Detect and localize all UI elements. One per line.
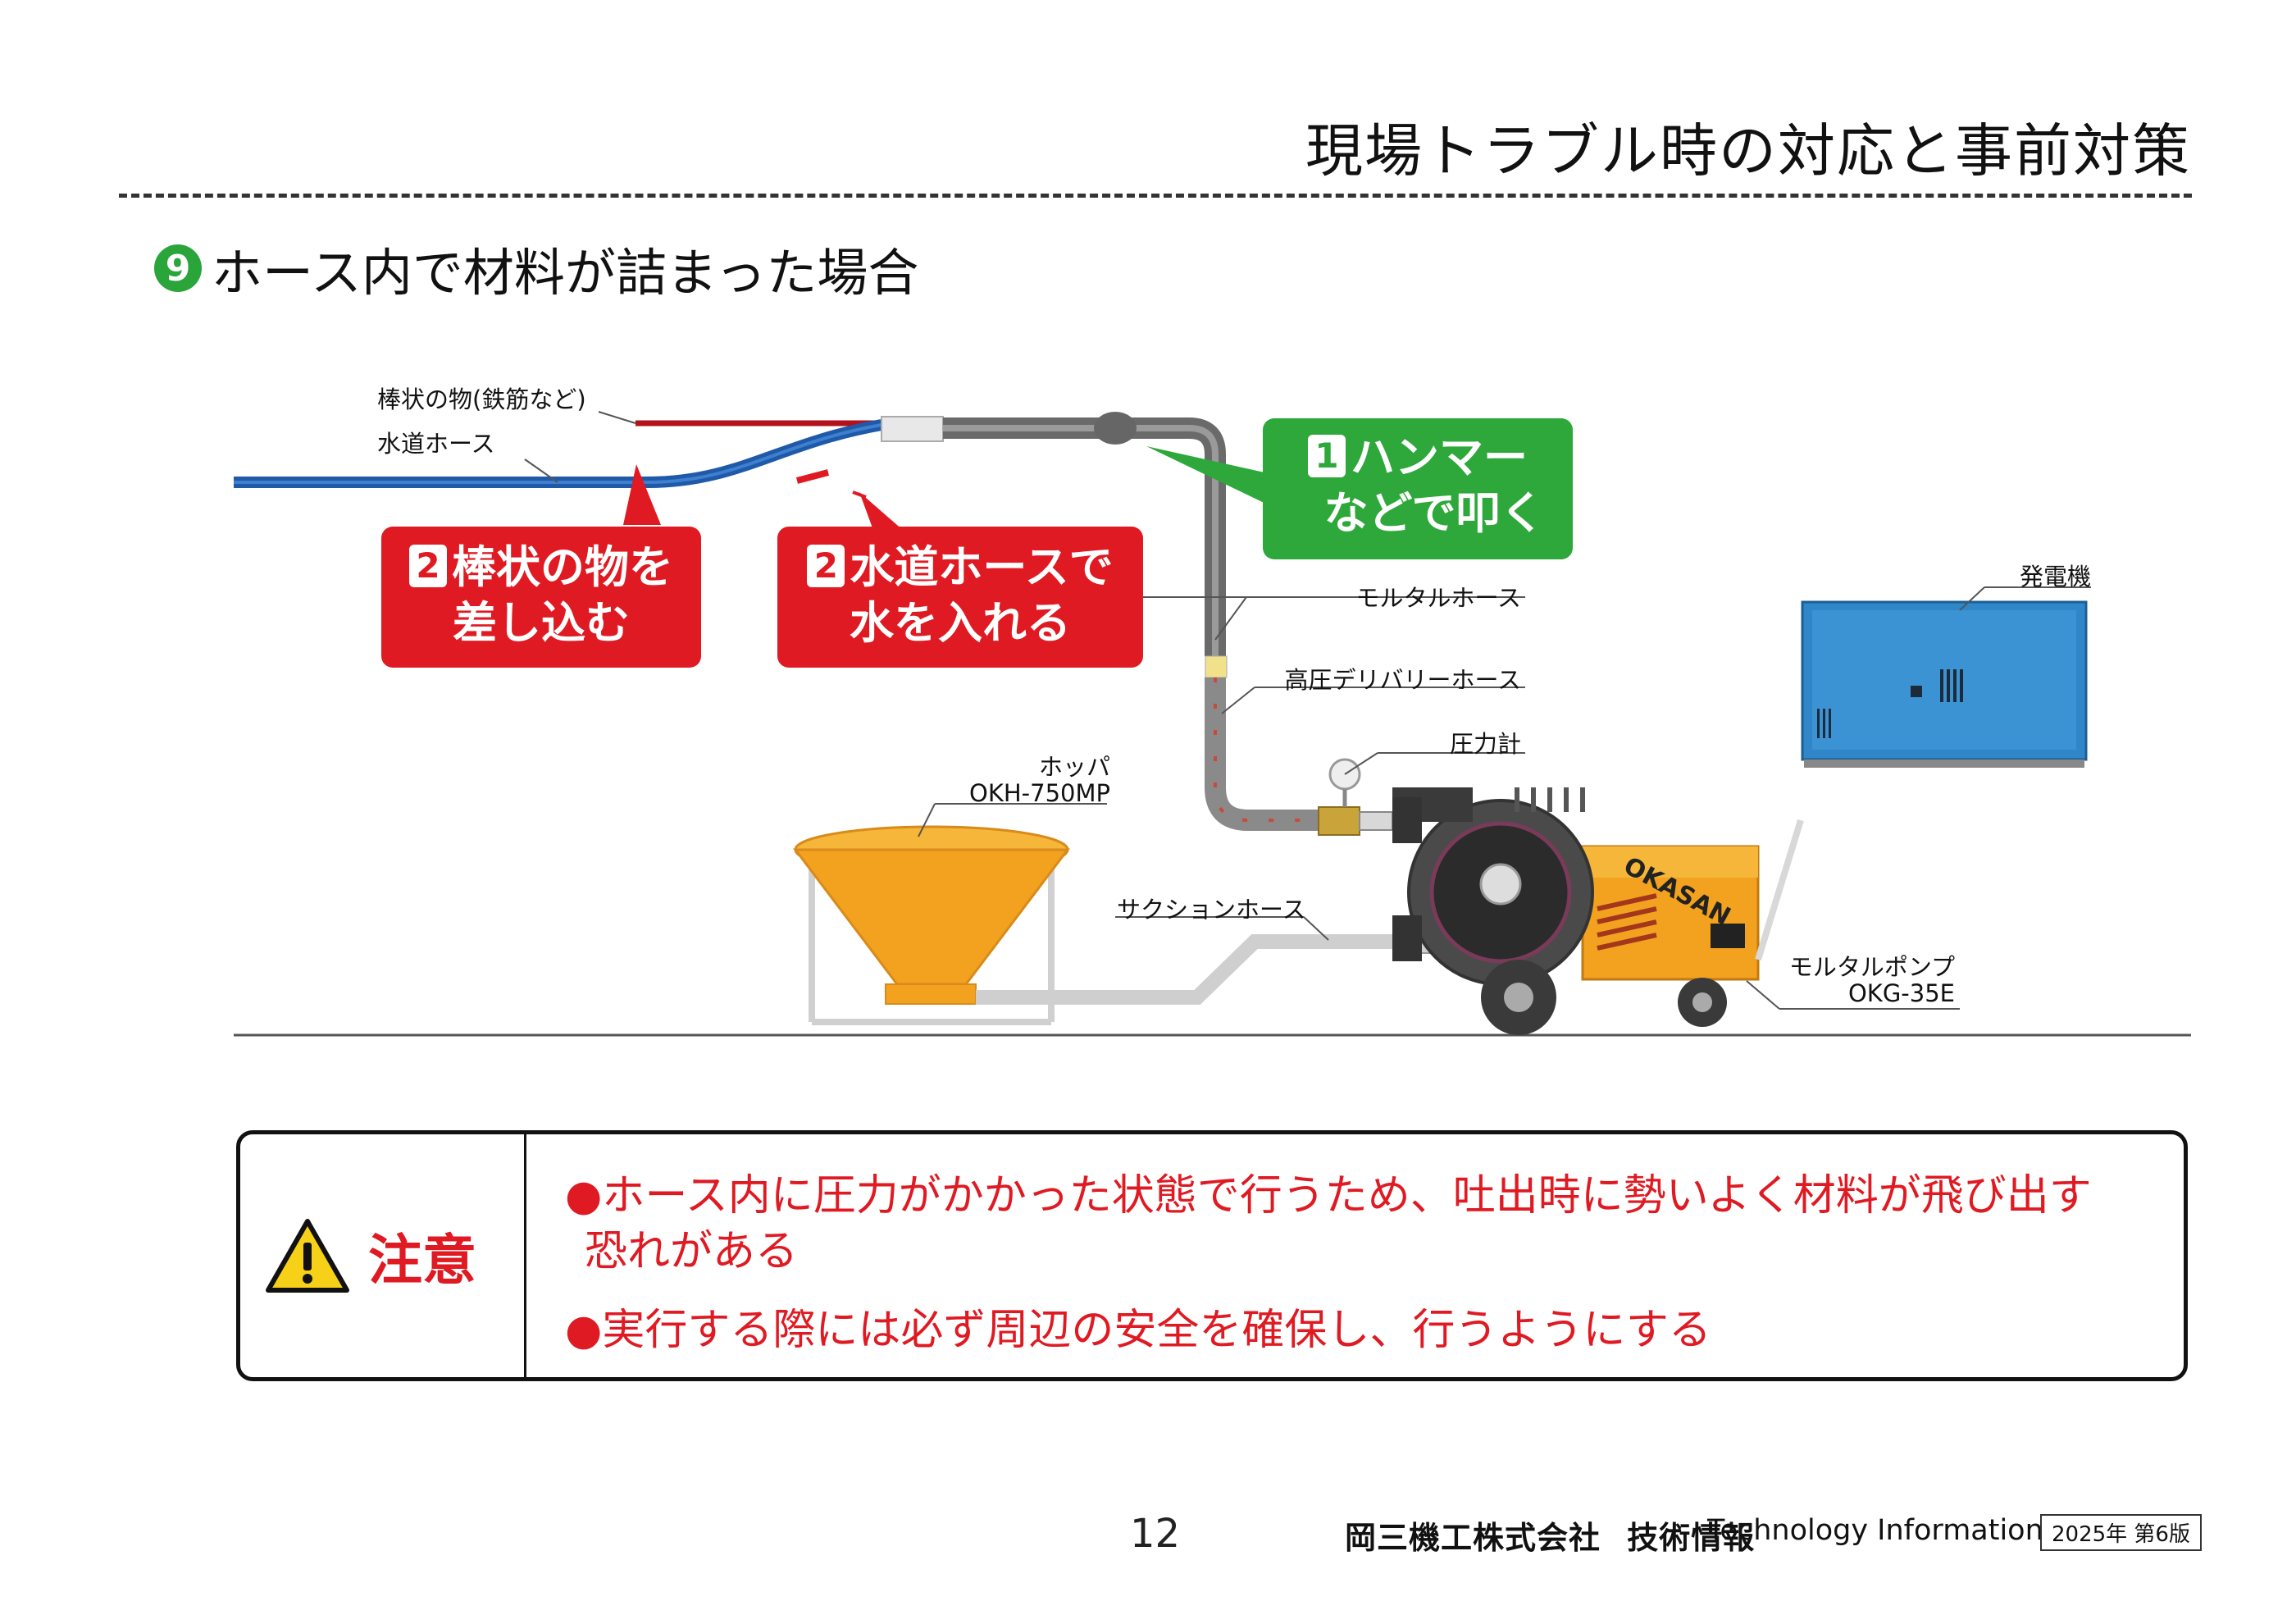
- water-hose-line: [234, 419, 883, 488]
- hose-coupling: [881, 416, 944, 442]
- hopper-illustration: [792, 825, 1071, 1025]
- callout-rod-line1: 棒状の物を: [452, 541, 673, 593]
- section-number-badge: 9: [154, 244, 202, 292]
- hose-bulge: [1094, 412, 1137, 445]
- pump-system-diagram: OKASAN: [234, 411, 2191, 1037]
- section-title: ホース内で材料が詰まった場合: [212, 243, 919, 303]
- suction-hose: [976, 934, 1410, 1005]
- footer-edition: 2025年 第6版: [2040, 1514, 2202, 1551]
- callout-hammer-number: 1: [1308, 435, 1346, 477]
- label-pump-name: モルタルポンプ: [1788, 953, 1955, 981]
- label-mortar-hose: モルタルホース: [1355, 584, 1521, 612]
- caution-divider: [524, 1134, 526, 1377]
- brass-fitting: [1318, 806, 1360, 836]
- label-suction-hose: サクションホース: [1117, 896, 1306, 924]
- label-hopper-model: OKH-750MP: [969, 779, 1110, 807]
- footer-company-name: 岡三機工株式会社: [1345, 1520, 1601, 1556]
- callout-rod-number: 2: [409, 545, 447, 587]
- label-rod: 棒状の物(鉄筋など): [377, 385, 586, 413]
- caution-item-2: ●実行する際には必ず周辺の安全を確保し、行うようにする: [565, 1306, 1711, 1355]
- page-title: 現場トラブル時の対応と事前対策: [1305, 117, 2191, 185]
- caution-label: 注意: [265, 1216, 476, 1295]
- caution-box: 注意 ●ホース内に圧力がかかった状態で行うため、吐出時に勢いよく材料が飛び出す …: [236, 1130, 2188, 1381]
- caution-word: 注意: [368, 1229, 476, 1292]
- label-hopper-name: ホッパ: [1038, 753, 1110, 781]
- callout-hammer-line2: などで叩く: [1323, 486, 1545, 539]
- footer-tech-info-jp: 技術情報: [1627, 1520, 1756, 1556]
- footer-company: 岡三機工株式会社 技術情報: [1345, 1512, 1755, 1558]
- section-heading: 9 ホース内で材料が詰まった場合: [154, 231, 918, 305]
- footer-tech-info-en: Technology Information: [1707, 1514, 2043, 1547]
- callout-rod-line2: 差し込む: [453, 596, 630, 649]
- warning-icon: [266, 1219, 349, 1293]
- delivery-hose: [1205, 677, 1320, 831]
- callout-water-line1: 水道ホースで: [850, 541, 1114, 593]
- label-pump-model: OKG-35E: [1847, 979, 1955, 1007]
- label-generator: 発電機: [2019, 563, 2091, 591]
- mortar-pump-illustration: OKASAN: [1392, 787, 1804, 1035]
- page-number: 12: [1130, 1511, 1181, 1557]
- label-water-hose: 水道ホース: [377, 430, 495, 458]
- callout-water-line2: 水を入れる: [850, 596, 1071, 649]
- caution-item-1-line2: 恐れがある: [585, 1227, 799, 1276]
- callout-hammer-line1: ハンマー: [1351, 431, 1528, 483]
- caution-item-1-line1: ●ホース内に圧力がかかった状態で行うため、吐出時に勢いよく材料が飛び出す: [565, 1171, 2092, 1220]
- callout-water-number: 2: [807, 545, 845, 587]
- label-high-pressure-hose: 高圧デリバリーホース: [1284, 666, 1521, 694]
- label-pressure-gauge: 圧力計: [1449, 730, 1521, 758]
- generator-illustration: [1801, 600, 2088, 768]
- header-divider: [119, 194, 2192, 198]
